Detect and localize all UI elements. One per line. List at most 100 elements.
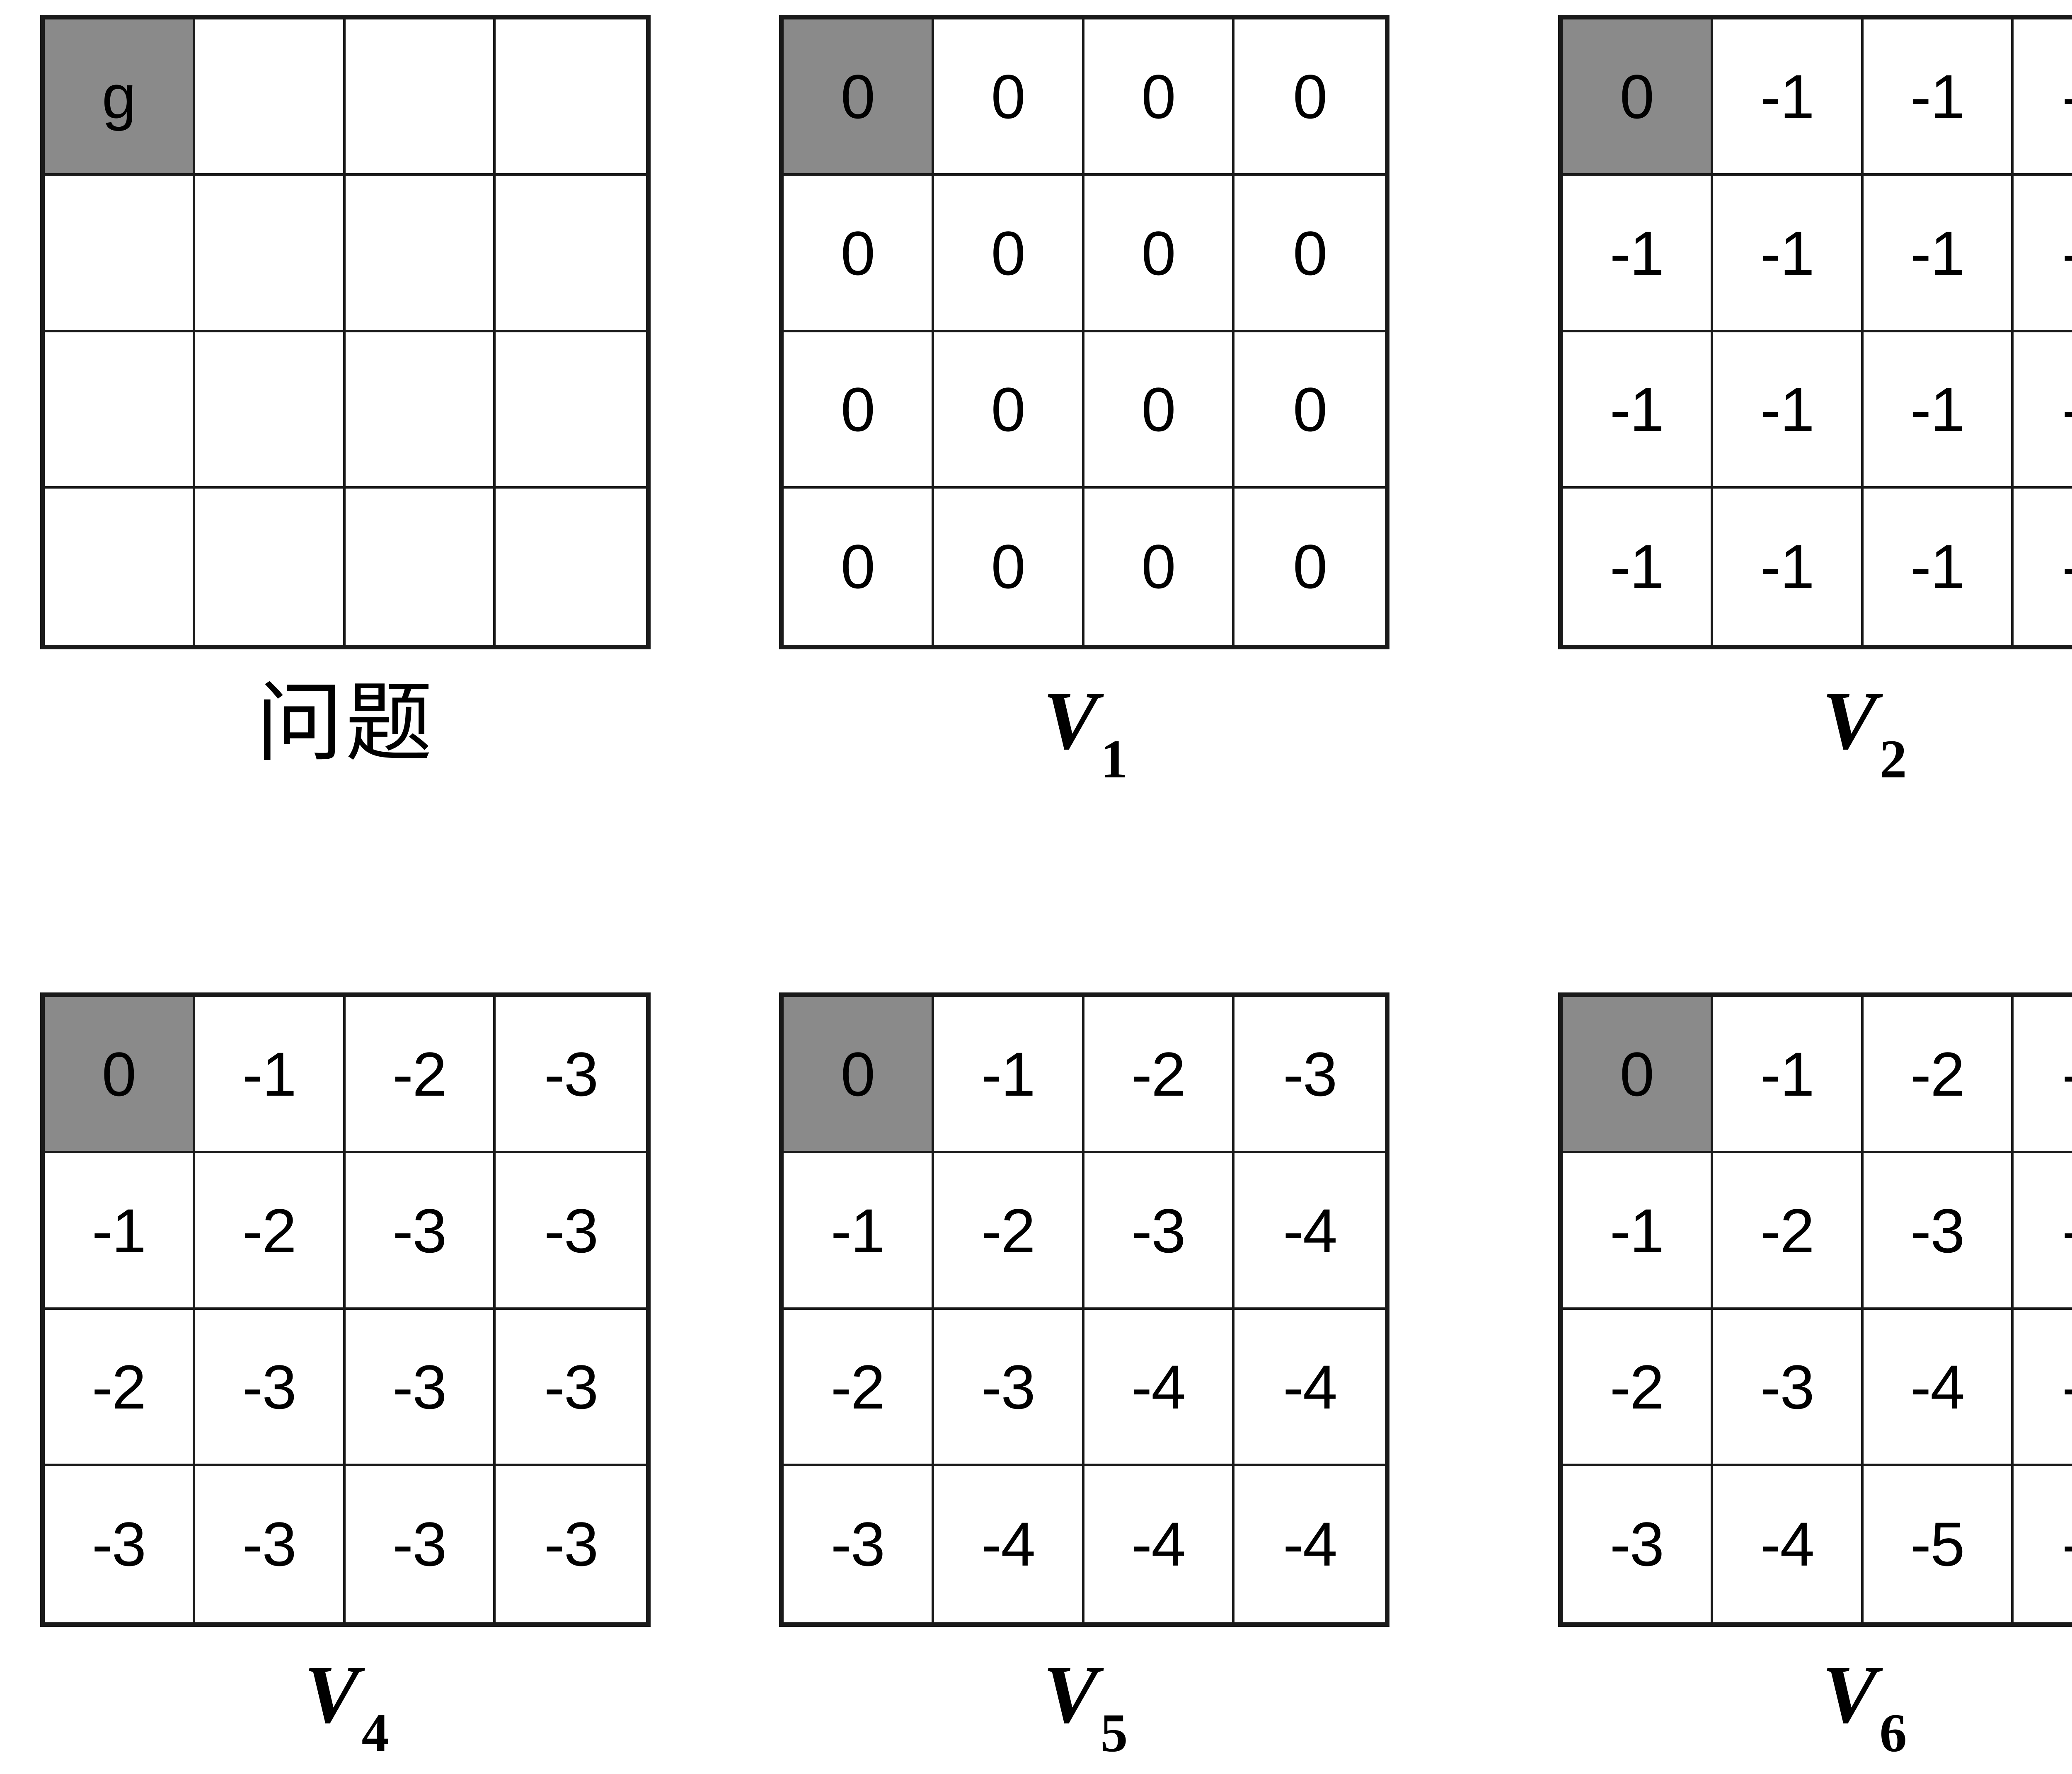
grid-cell[interactable]: -5 bbox=[2014, 1466, 2072, 1622]
cell-value: 0 bbox=[1141, 218, 1176, 288]
grid-cell[interactable] bbox=[345, 19, 496, 176]
grid-cell[interactable]: -3 bbox=[1084, 1153, 1235, 1310]
grid-cell[interactable]: 0 bbox=[934, 19, 1084, 176]
grid-cell-goal[interactable]: g bbox=[45, 19, 195, 176]
grid-cell[interactable]: 0 bbox=[934, 176, 1084, 332]
grid-cell[interactable]: -2 bbox=[934, 1153, 1084, 1310]
grid-cell[interactable]: -3 bbox=[45, 1466, 195, 1622]
grid-cell[interactable]: -3 bbox=[1863, 1153, 2014, 1310]
grid-cell[interactable] bbox=[195, 488, 346, 645]
grid-cell[interactable]: -1 bbox=[1563, 1153, 1713, 1310]
grid-cell[interactable]: -4 bbox=[1084, 1466, 1235, 1622]
grid-cell[interactable] bbox=[45, 176, 195, 332]
grid-cell[interactable]: -2 bbox=[1713, 1153, 1864, 1310]
grid-cell[interactable]: -4 bbox=[1234, 1309, 1385, 1466]
grid-cell[interactable]: -2 bbox=[1084, 997, 1235, 1154]
grid-cell[interactable]: -2 bbox=[345, 997, 496, 1154]
grid-cell-goal[interactable]: 0 bbox=[784, 997, 934, 1154]
grid-cell[interactable]: -1 bbox=[1563, 332, 1713, 489]
grid-cell[interactable]: -1 bbox=[1713, 997, 1864, 1154]
grid-cell[interactable]: -5 bbox=[1863, 1466, 2014, 1622]
grid-cell[interactable]: -5 bbox=[2014, 1309, 2072, 1466]
grid-cell-goal[interactable]: 0 bbox=[1563, 19, 1713, 176]
grid-cell[interactable] bbox=[496, 332, 646, 489]
grid-cell[interactable] bbox=[45, 332, 195, 489]
grid-cell[interactable]: -3 bbox=[784, 1466, 934, 1622]
grid-cell[interactable]: -1 bbox=[784, 1153, 934, 1310]
grid-cell[interactable]: -4 bbox=[2014, 1153, 2072, 1310]
grid-cell[interactable] bbox=[195, 332, 346, 489]
grid-cell[interactable]: -3 bbox=[934, 1309, 1084, 1466]
grid-cell[interactable]: 0 bbox=[1234, 332, 1385, 489]
grid-cell[interactable]: -1 bbox=[934, 997, 1084, 1154]
grid-cell[interactable]: 0 bbox=[784, 176, 934, 332]
grid-cell[interactable]: -1 bbox=[1713, 176, 1864, 332]
grid-cell[interactable]: -4 bbox=[1234, 1153, 1385, 1310]
grid-cell[interactable]: 0 bbox=[934, 332, 1084, 489]
grid-cell[interactable]: -3 bbox=[496, 1466, 646, 1622]
grid-cell[interactable] bbox=[195, 176, 346, 332]
grid-cell-goal[interactable]: 0 bbox=[1563, 997, 1713, 1154]
grid-cell[interactable]: -1 bbox=[195, 997, 346, 1154]
grid-cell[interactable]: 0 bbox=[784, 332, 934, 489]
grid-cell[interactable]: -2 bbox=[784, 1309, 934, 1466]
grid-cell[interactable] bbox=[195, 19, 346, 176]
grid-cell[interactable]: -3 bbox=[345, 1153, 496, 1310]
grid-cell[interactable]: -4 bbox=[934, 1466, 1084, 1622]
grid-cell[interactable]: -3 bbox=[1234, 997, 1385, 1154]
grid-cell[interactable]: -1 bbox=[1713, 19, 1864, 176]
grid-cell[interactable] bbox=[496, 19, 646, 176]
grid-cell[interactable]: -3 bbox=[2014, 997, 2072, 1154]
grid-cell[interactable]: -1 bbox=[1863, 332, 2014, 489]
grid-cell[interactable]: 0 bbox=[1084, 176, 1235, 332]
grid-cell[interactable]: -4 bbox=[1234, 1466, 1385, 1622]
grid-cell[interactable]: 0 bbox=[1084, 488, 1235, 645]
cell-value: -2 bbox=[92, 1352, 146, 1422]
grid-cell[interactable] bbox=[345, 488, 496, 645]
grid-cell[interactable]: -4 bbox=[1863, 1309, 2014, 1466]
grid-cell[interactable]: -3 bbox=[195, 1466, 346, 1622]
grid-cell[interactable]: -1 bbox=[1863, 488, 2014, 645]
grid-cell[interactable]: 0 bbox=[1234, 19, 1385, 176]
grid-cell-goal[interactable]: 0 bbox=[784, 19, 934, 176]
grid-cell[interactable]: -3 bbox=[1713, 1309, 1864, 1466]
grid-cell[interactable]: -3 bbox=[1563, 1466, 1713, 1622]
grid-cell[interactable]: 0 bbox=[934, 488, 1084, 645]
grid-cell[interactable]: -4 bbox=[1084, 1309, 1235, 1466]
grid-cell[interactable] bbox=[345, 332, 496, 489]
grid-cell[interactable] bbox=[496, 176, 646, 332]
grid-cell[interactable]: -3 bbox=[195, 1309, 346, 1466]
grid-cell[interactable]: -1 bbox=[1563, 488, 1713, 645]
grid-cell[interactable]: 0 bbox=[1084, 19, 1235, 176]
grid-cell[interactable]: -2 bbox=[1863, 997, 2014, 1154]
grid-cell[interactable]: -1 bbox=[2014, 332, 2072, 489]
grid-cell[interactable]: -1 bbox=[1563, 176, 1713, 332]
grid-cell[interactable]: -1 bbox=[1713, 488, 1864, 645]
grid-cell[interactable]: -1 bbox=[45, 1153, 195, 1310]
grid-cell[interactable] bbox=[496, 488, 646, 645]
grid-cell[interactable]: 0 bbox=[784, 488, 934, 645]
grid-cell[interactable]: -3 bbox=[496, 997, 646, 1154]
grid-cell[interactable]: -3 bbox=[345, 1466, 496, 1622]
grid-cell[interactable]: -1 bbox=[1863, 19, 2014, 176]
grid-cell-goal[interactable]: 0 bbox=[45, 997, 195, 1154]
grid-cell[interactable]: -3 bbox=[496, 1153, 646, 1310]
grid-cell[interactable]: -2 bbox=[195, 1153, 346, 1310]
grid-cell[interactable]: 0 bbox=[1234, 488, 1385, 645]
grid-cell[interactable]: 0 bbox=[1234, 176, 1385, 332]
grid-cell[interactable]: -3 bbox=[345, 1309, 496, 1466]
grid-cell[interactable]: -1 bbox=[2014, 19, 2072, 176]
grid-cell[interactable] bbox=[345, 176, 496, 332]
grid-cell[interactable]: -1 bbox=[1713, 332, 1864, 489]
grid-cell[interactable]: -2 bbox=[1563, 1309, 1713, 1466]
grid-cell[interactable] bbox=[45, 488, 195, 645]
grid-cell[interactable]: 0 bbox=[1084, 332, 1235, 489]
grid-cell[interactable]: -1 bbox=[2014, 176, 2072, 332]
grid-cell[interactable]: -3 bbox=[496, 1309, 646, 1466]
grid-cell[interactable]: -1 bbox=[2014, 488, 2072, 645]
grid-cell[interactable]: -1 bbox=[1863, 176, 2014, 332]
cell-value: -1 bbox=[1760, 1039, 1814, 1109]
cell-value: -2 bbox=[242, 1196, 296, 1266]
grid-cell[interactable]: -2 bbox=[45, 1309, 195, 1466]
grid-cell[interactable]: -4 bbox=[1713, 1466, 1864, 1622]
